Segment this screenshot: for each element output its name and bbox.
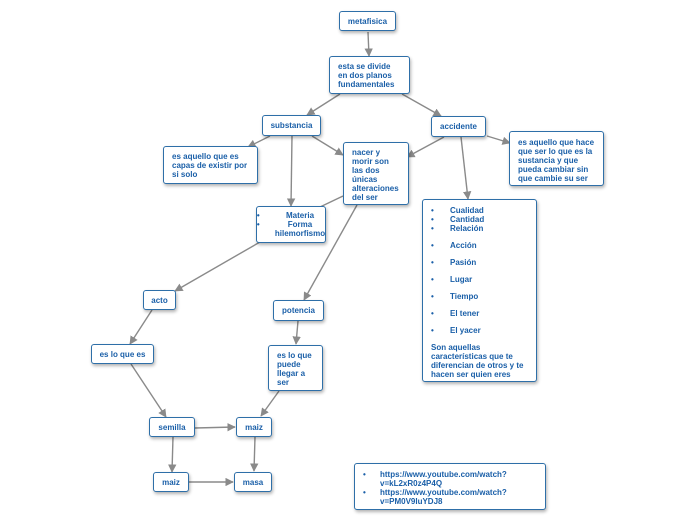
edge-metafisica-divide xyxy=(364,31,373,57)
node-accidentes-list[interactable]: Cualidad Cantidad Relación Acción Pasión… xyxy=(422,199,537,382)
edge-substancia-nacer xyxy=(311,135,344,156)
node-maiz-top[interactable]: maiz xyxy=(236,417,272,437)
accidente-item: Lugar xyxy=(431,275,528,284)
accidentes-note: Son aquellas características que te dife… xyxy=(431,343,524,379)
edge-accidente-list xyxy=(460,136,472,200)
node-potencia[interactable]: potencia xyxy=(273,300,324,321)
edge-semilla-maiz xyxy=(194,422,236,432)
node-accidente-definicion[interactable]: es aquello que hace que ser lo que es la… xyxy=(509,131,604,186)
materia-item: Materia xyxy=(257,211,325,220)
node-es-lo-que-es[interactable]: es lo que es xyxy=(91,344,154,364)
accidente-item: Cantidad xyxy=(431,215,528,224)
node-metafisica[interactable]: metafisica xyxy=(339,11,396,31)
edge-nacer-materia xyxy=(319,195,344,208)
node-materia-forma[interactable]: Materia Forma hilemorfismo xyxy=(256,206,326,243)
edge-acto-lo-que-es xyxy=(129,309,153,345)
accidente-item: Relación xyxy=(431,224,528,233)
node-substancia[interactable]: substancia xyxy=(262,115,321,136)
node-nacer-morir[interactable]: nacer y morir son las dos únicas alterac… xyxy=(343,142,409,205)
edge-substancia-materia xyxy=(286,135,296,207)
accidente-item: El tener xyxy=(431,309,528,318)
accidente-item: Tiempo xyxy=(431,292,528,301)
edge-divide-substancia xyxy=(306,93,341,116)
edge-materia-acto xyxy=(174,241,261,292)
edge-substancia-def xyxy=(247,135,271,148)
edge-accidente-def xyxy=(486,135,511,145)
edge-divide-accidente xyxy=(401,93,442,117)
edge-accidente-nacer xyxy=(406,136,445,158)
video-link[interactable]: https://www.youtube.com/watch?v=kL2xR0z4… xyxy=(363,470,537,488)
accidente-item: El yacer xyxy=(431,326,528,335)
video-link[interactable]: https://www.youtube.com/watch?v=PM0V9IuY… xyxy=(363,488,537,506)
node-sustancia-definicion[interactable]: es aquello que es capas de existir por s… xyxy=(163,146,258,184)
edge-puede-llegar-maiz xyxy=(260,390,280,417)
node-video-links[interactable]: https://www.youtube.com/watch?v=kL2xR0z4… xyxy=(354,463,546,510)
edge-potencia-puede-llegar xyxy=(292,320,301,345)
accidente-item: Cualidad xyxy=(431,206,528,215)
node-accidente[interactable]: accidente xyxy=(431,116,486,137)
node-divide-planos[interactable]: esta se divide en dos planos fundamental… xyxy=(329,56,410,94)
edge-lo-que-es-semilla xyxy=(130,363,167,418)
edge-nacer-potencia xyxy=(303,204,358,301)
node-masa[interactable]: masa xyxy=(234,472,272,492)
node-maiz-bottom[interactable]: maiz xyxy=(153,472,189,492)
node-semilla[interactable]: semilla xyxy=(149,417,195,437)
accidente-item: Acción xyxy=(431,241,528,250)
node-lo-que-puede-llegar[interactable]: es lo que puede llegar a ser xyxy=(268,345,323,391)
edge-semilla-maiz-bottom xyxy=(168,436,177,473)
forma-item: Forma hilemorfismo xyxy=(257,220,325,238)
edge-maiz-masa xyxy=(250,436,259,472)
accidente-item: Pasión xyxy=(431,258,528,267)
node-acto[interactable]: acto xyxy=(143,290,176,310)
